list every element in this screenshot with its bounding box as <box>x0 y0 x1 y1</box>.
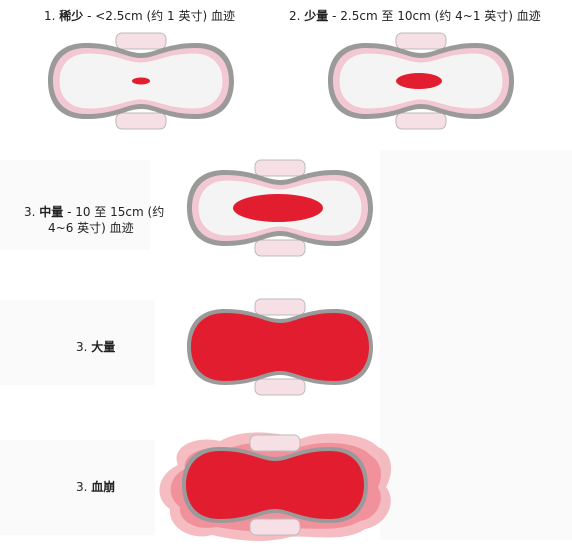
blood-soaked-body <box>186 451 364 519</box>
item-label-light: 1. 稀少 - <2.5cm (约 1 英寸) 血迹 <box>44 9 235 23</box>
background-panel-left <box>0 440 155 535</box>
pad-wing-bottom <box>115 112 167 130</box>
pad-wing-bottom <box>249 518 301 536</box>
pad-wing-top <box>395 32 447 50</box>
blood-stain <box>132 77 150 85</box>
pad-wing-top <box>115 32 167 50</box>
item-label-medium-line2: 4~6 英寸) 血迹 <box>48 221 134 235</box>
background-panel-left <box>0 160 150 250</box>
pad-wing-bottom <box>395 112 447 130</box>
blood-stain <box>396 73 442 89</box>
pad-very-heavy <box>150 425 400 545</box>
background-panel-right <box>380 150 572 540</box>
pad-medium <box>185 158 375 258</box>
item-label-medium: 3. 中量 - 10 至 15cm (约 <box>24 205 165 219</box>
item-label-very-heavy: 3. 血崩 <box>76 480 116 494</box>
pad-small <box>326 31 516 131</box>
pad-wing-top <box>254 298 306 316</box>
pad-wing-top <box>249 434 301 452</box>
pad-heavy <box>185 297 375 397</box>
pad-light <box>46 31 236 131</box>
blood-stain <box>233 194 323 222</box>
item-label-heavy: 3. 大量 <box>76 340 116 354</box>
blood-soaked-body <box>191 313 369 381</box>
background-panel-left <box>0 300 155 385</box>
pad-wing-bottom <box>254 378 306 396</box>
item-label-small: 2. 少量 - 2.5cm 至 10cm (约 4~1 英寸) 血迹 <box>289 9 541 23</box>
pad-wing-bottom <box>254 239 306 257</box>
pad-wing-top <box>254 159 306 177</box>
